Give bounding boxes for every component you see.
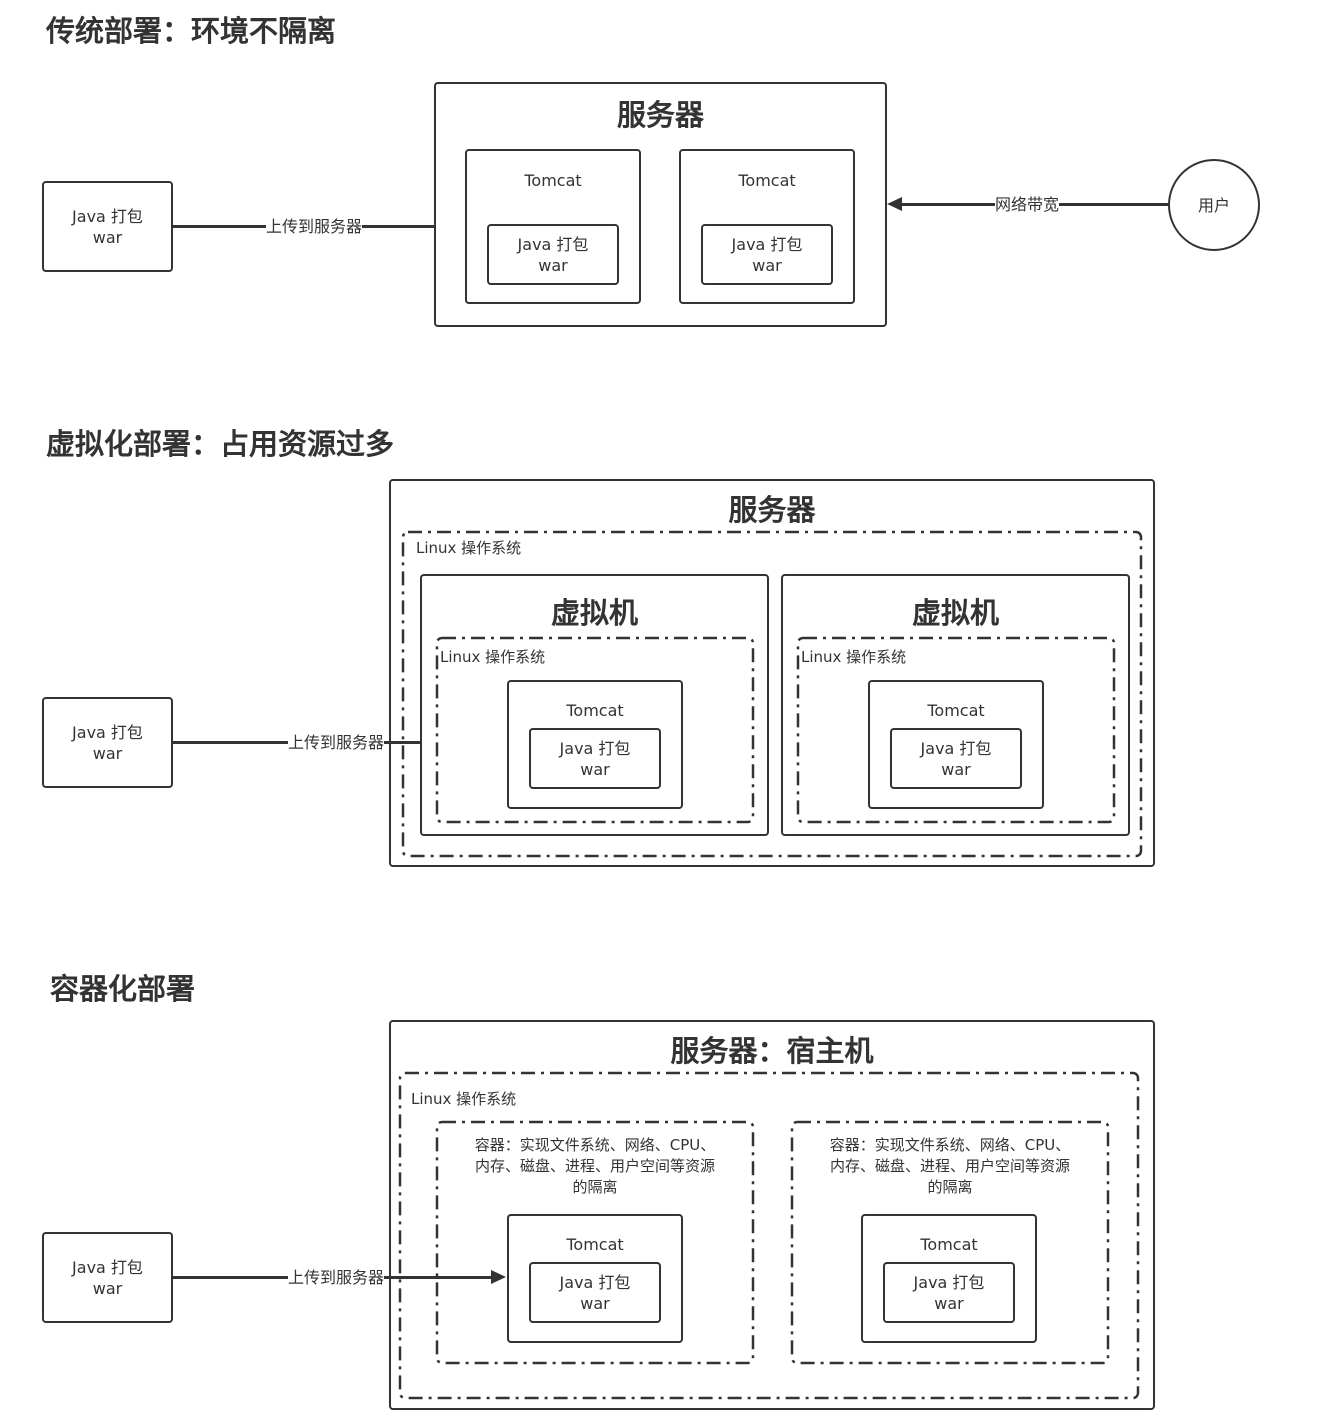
upload-label: 上传到服务器 <box>288 1268 385 1288</box>
container-desc-line: 的隔离 <box>927 1178 973 1196</box>
war-line1: Java 打包 <box>72 1257 143 1277</box>
war-line2: war <box>92 1278 123 1298</box>
tomcat-label: Tomcat <box>566 1235 624 1254</box>
java-war-source-box: Java 打包 war <box>42 181 173 272</box>
container-description: 容器：实现文件系统、网络、CPU、 内存、磁盘、进程、用户空间等资源 的隔离 <box>791 1135 1109 1198</box>
os-label: Linux 操作系统 <box>416 539 522 557</box>
server-label: 服务器：宿主机 <box>670 1034 874 1068</box>
war-line1: Java 打包 <box>920 738 992 758</box>
vm-label: 虚拟机 <box>911 596 999 630</box>
container-desc-line: 容器：实现文件系统、网络、CPU、 <box>829 1136 1071 1154</box>
war-line1: Java 打包 <box>517 234 589 254</box>
war-line1: Java 打包 <box>72 722 143 742</box>
war-line1: Java 打包 <box>72 206 143 226</box>
bandwidth-label: 网络带宽 <box>995 195 1060 215</box>
section-title-virtualized: 虚拟化部署：占用资源过多 <box>46 427 395 461</box>
section-title-containerized: 容器化部署 <box>50 972 196 1006</box>
tomcat-box: Tomcat Java 打包 war <box>679 149 855 304</box>
container-desc-line: 内存、磁盘、进程、用户空间等资源 <box>829 1157 1070 1175</box>
server-box: 服务器 Tomcat Java 打包 war Tomcat Java 打包 wa… <box>434 82 887 327</box>
tomcat-box: Tomcat Java 打包 war <box>507 680 683 809</box>
war-line2: war <box>934 1293 964 1313</box>
server-box: 服务器 Linux 操作系统 虚拟机 Linux 操作系统 Tomcat Jav… <box>389 479 1155 867</box>
vm-box: 虚拟机 Linux 操作系统 Tomcat Java 打包 war <box>420 574 769 836</box>
java-war-box: Java 打包 war <box>487 224 619 285</box>
container-desc-line: 的隔离 <box>572 1178 618 1196</box>
upload-label: 上传到服务器 <box>266 217 363 237</box>
war-line2: war <box>92 743 123 763</box>
os-label: Linux 操作系统 <box>440 648 546 666</box>
container-description: 容器：实现文件系统、网络、CPU、 内存、磁盘、进程、用户空间等资源 的隔离 <box>436 1135 754 1198</box>
war-line1: Java 打包 <box>913 1272 985 1292</box>
war-line1: Java 打包 <box>559 1272 631 1292</box>
tomcat-box: Tomcat Java 打包 war <box>507 1214 683 1343</box>
java-war-box: Java 打包 war <box>890 728 1022 789</box>
war-line2: war <box>752 255 782 275</box>
java-war-source-box: Java 打包 war <box>42 697 173 788</box>
linux-os-region: Linux 操作系统 <box>401 530 1143 858</box>
vm-os-region: Linux 操作系统 <box>435 636 755 824</box>
user-node: 用户 <box>1168 159 1260 251</box>
java-war-box: Java 打包 war <box>701 224 833 285</box>
tomcat-label: Tomcat <box>920 1235 978 1254</box>
user-label: 用户 <box>1197 195 1230 215</box>
war-line2: war <box>580 1293 610 1313</box>
upload-label: 上传到服务器 <box>288 733 385 753</box>
tomcat-box: Tomcat Java 打包 war <box>465 149 641 304</box>
vm-box: 虚拟机 Linux 操作系统 Tomcat Java 打包 war <box>781 574 1130 836</box>
tomcat-label: Tomcat <box>927 701 985 720</box>
war-line2: war <box>580 759 610 779</box>
tomcat-label: Tomcat <box>524 171 582 190</box>
linux-os-region: Linux 操作系统 <box>398 1071 1140 1400</box>
war-line2: war <box>941 759 971 779</box>
arrow-head-icon <box>491 1270 506 1284</box>
war-line2: war <box>92 227 123 247</box>
os-label: Linux 操作系统 <box>411 1090 517 1108</box>
java-war-box: Java 打包 war <box>529 728 661 789</box>
arrow-head-icon <box>887 197 902 211</box>
os-label: Linux 操作系统 <box>801 648 907 666</box>
section-title-traditional: 传统部署：环境不隔离 <box>46 14 337 48</box>
vm-label: 虚拟机 <box>550 596 638 630</box>
tomcat-box: Tomcat Java 打包 war <box>861 1214 1037 1343</box>
container-region: 容器：实现文件系统、网络、CPU、 内存、磁盘、进程、用户空间等资源 的隔离 T… <box>790 1120 1110 1365</box>
war-line1: Java 打包 <box>559 738 631 758</box>
host-server-box: 服务器：宿主机 Linux 操作系统 容器：实现文件系统、网络、CPU、 内存、… <box>389 1020 1155 1410</box>
server-label: 服务器 <box>728 493 816 527</box>
java-war-source-box: Java 打包 war <box>42 1232 173 1323</box>
war-line1: Java 打包 <box>731 234 803 254</box>
java-war-box: Java 打包 war <box>529 1262 661 1323</box>
container-region: 容器：实现文件系统、网络、CPU、 内存、磁盘、进程、用户空间等资源 的隔离 T… <box>435 1120 755 1365</box>
tomcat-label: Tomcat <box>738 171 796 190</box>
java-war-box: Java 打包 war <box>883 1262 1015 1323</box>
container-desc-line: 内存、磁盘、进程、用户空间等资源 <box>474 1157 715 1175</box>
war-line2: war <box>538 255 568 275</box>
tomcat-box: Tomcat Java 打包 war <box>868 680 1044 809</box>
vm-os-region: Linux 操作系统 <box>796 636 1116 824</box>
server-label: 服务器 <box>616 98 704 132</box>
container-desc-line: 容器：实现文件系统、网络、CPU、 <box>474 1136 716 1154</box>
tomcat-label: Tomcat <box>566 701 624 720</box>
